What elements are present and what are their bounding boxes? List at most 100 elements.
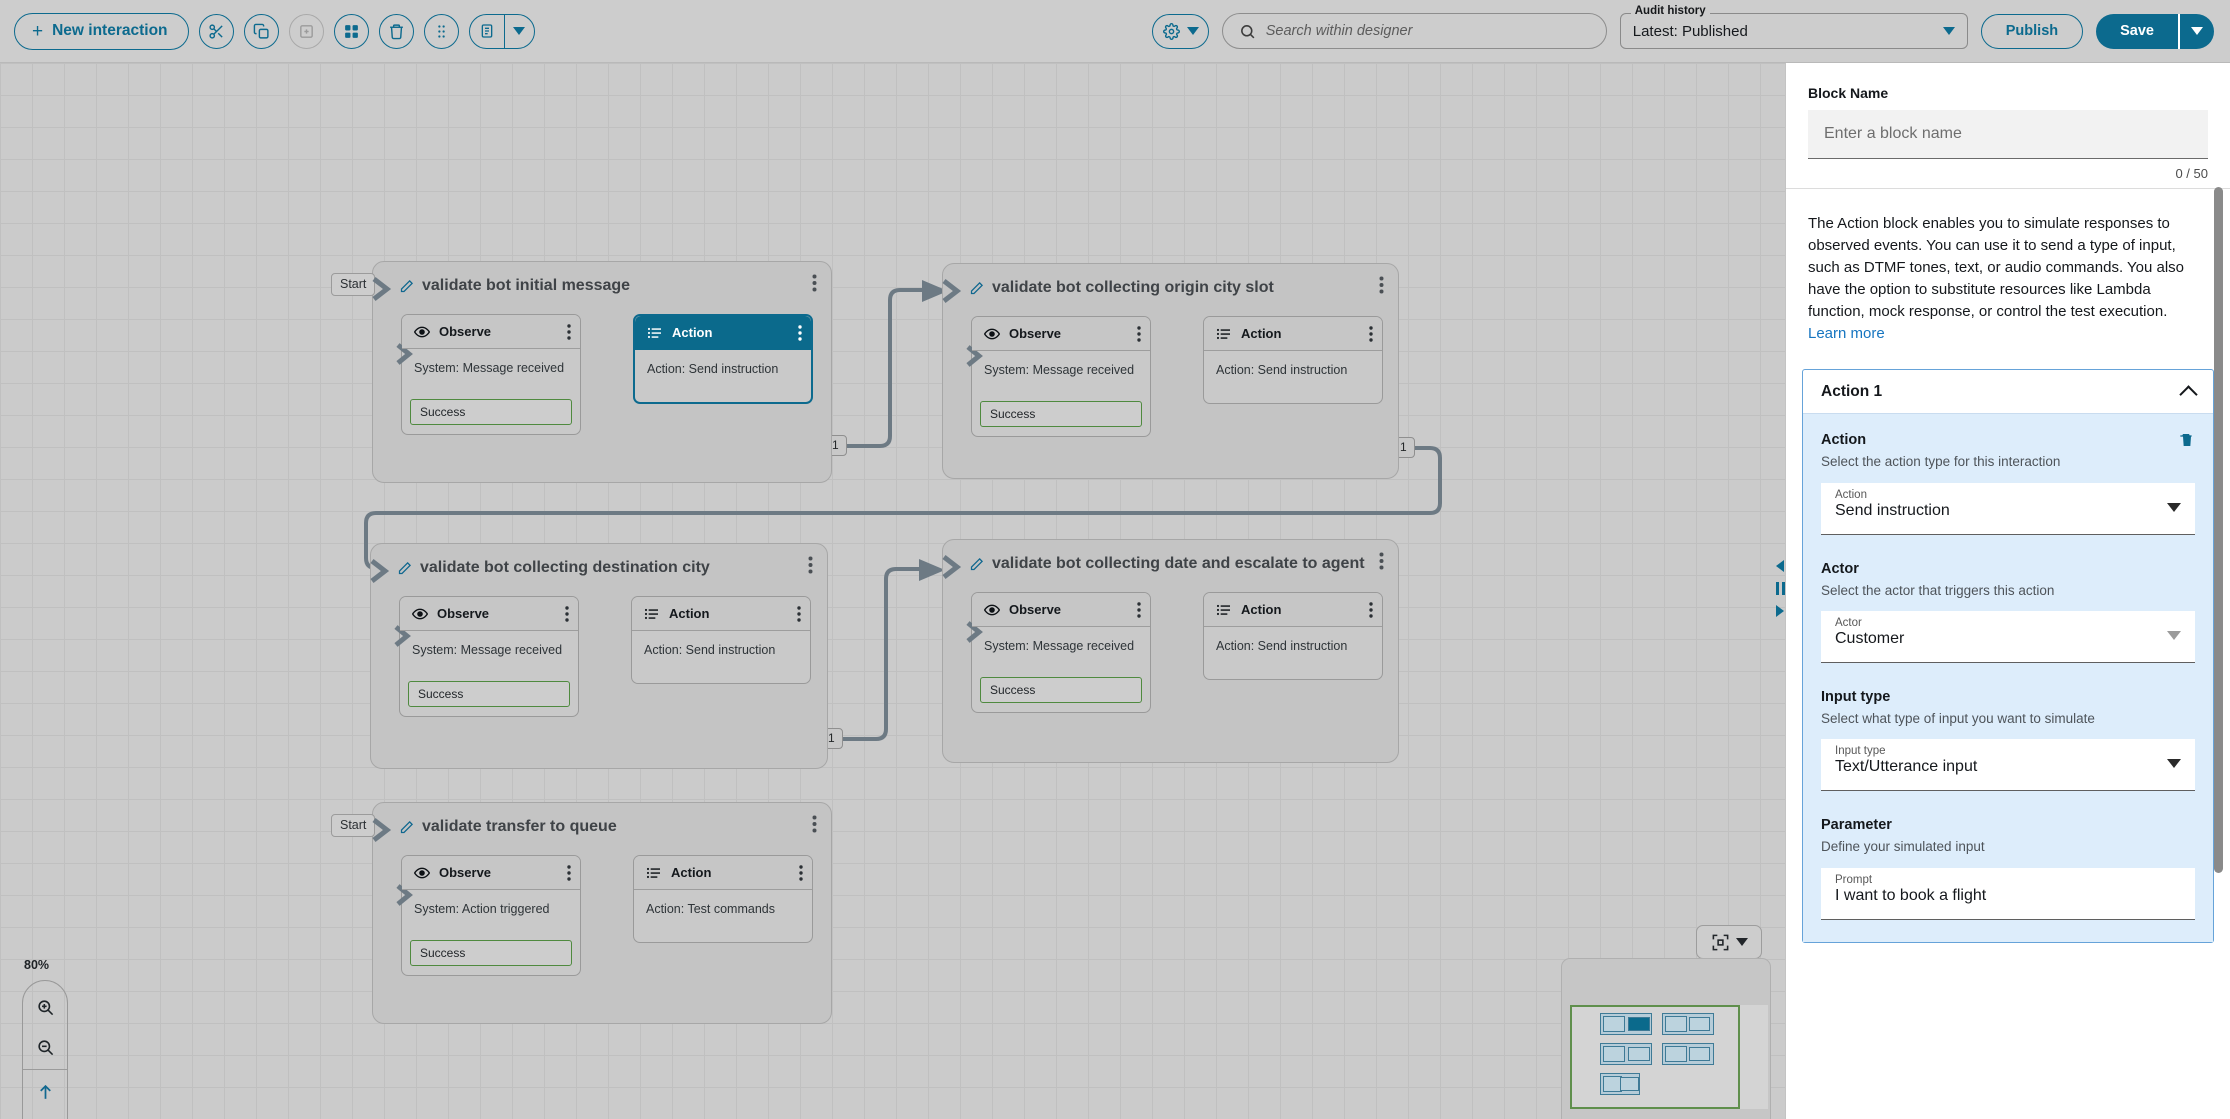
group-title-row[interactable]: validate bot collecting date and escalat… (943, 540, 1398, 576)
audit-history-select[interactable]: Audit history Latest: Published (1619, 5, 1968, 49)
select-label: Actor (1835, 617, 1862, 629)
node-output-port[interactable]: Success (410, 399, 572, 425)
kebab-menu-icon[interactable] (799, 865, 803, 881)
panel-resize-handle[interactable] (1773, 560, 1787, 617)
zoom-in-button[interactable] (24, 987, 66, 1027)
kebab-menu-icon[interactable] (798, 325, 802, 341)
kebab-menu-icon[interactable] (565, 606, 569, 622)
trash-icon[interactable] (2179, 432, 2195, 448)
input-type-select[interactable]: Input type Text/Utterance input (1821, 739, 2195, 792)
observe-node[interactable]: Observe System: Action triggered Success (396, 855, 581, 976)
minimap-viewport[interactable] (1570, 1005, 1740, 1109)
node-output-port[interactable]: Success (410, 940, 572, 966)
kebab-menu-icon[interactable] (812, 815, 817, 833)
pan-up-button[interactable] (24, 1072, 66, 1112)
minimap[interactable] (1561, 958, 1771, 1119)
node-output-port[interactable]: Success (980, 677, 1142, 703)
pencil-icon[interactable] (969, 281, 984, 296)
action-node[interactable]: Action Action: Send instruction (1203, 316, 1383, 404)
list-icon (1216, 604, 1230, 615)
node-header: Observe (972, 317, 1150, 351)
block-name-section: Block Name 0 / 50 (1786, 63, 2230, 181)
divider (1786, 188, 2230, 189)
kebab-menu-icon[interactable] (1379, 552, 1384, 570)
node-entry-arrow-icon (966, 621, 983, 643)
action-node[interactable]: Action Action: Test commands (633, 855, 813, 943)
field-heading: Actor (1821, 560, 1859, 577)
observe-node[interactable]: Observe System: Message received Success (966, 592, 1151, 713)
pencil-icon[interactable] (399, 820, 414, 835)
settings-split-button[interactable] (1151, 13, 1209, 49)
zoom-out-button[interactable] (24, 1027, 66, 1067)
pencil-icon[interactable] (397, 561, 412, 576)
pencil-icon[interactable] (969, 557, 984, 572)
field-heading-row: Parameter (1821, 817, 2195, 833)
minimap-node-selected (1628, 1017, 1650, 1031)
kebab-menu-icon[interactable] (808, 556, 813, 574)
kebab-menu-icon[interactable] (812, 274, 817, 292)
group-title-row[interactable]: validate bot collecting destination city (371, 544, 827, 580)
node-header: Action (632, 597, 810, 631)
triangle-left-icon[interactable] (1776, 560, 1784, 572)
kebab-menu-icon[interactable] (567, 324, 571, 340)
copy-button[interactable] (243, 13, 279, 49)
zoom-in-icon (37, 999, 53, 1015)
node-body-text: System: Message received (412, 643, 563, 657)
field-subtext: Select the action type for this interact… (1821, 454, 2061, 470)
learn-more-link[interactable]: Learn more (1808, 325, 1885, 343)
prompt-input[interactable]: Prompt I want to book a flight (1821, 867, 2195, 920)
triangle-right-icon[interactable] (1776, 605, 1784, 617)
interaction-group[interactable]: validate bot collecting origin city slot… (942, 263, 1399, 479)
action-node[interactable]: Action Action: Send instruction (1203, 592, 1383, 680)
kebab-menu-icon[interactable] (1369, 602, 1373, 618)
fit-to-screen-button[interactable] (1696, 925, 1762, 959)
group-title-row[interactable]: validate bot initial message (373, 262, 831, 298)
observe-node[interactable]: Observe System: Message received Success (966, 316, 1151, 437)
new-interaction-button[interactable]: + New interaction (14, 12, 189, 50)
flow-canvas[interactable]: 1 1 1 Start validate bot initial message (0, 63, 1785, 1119)
pencil-icon[interactable] (399, 279, 414, 294)
action-node[interactable]: Action Action: Send instruction (631, 596, 811, 684)
save-split-button[interactable]: Save (2096, 13, 2214, 49)
panel-scrollbar[interactable] (2214, 187, 2223, 873)
cut-button[interactable] (198, 13, 234, 49)
drag-handle-button[interactable] (423, 13, 459, 49)
group-title-row[interactable]: validate transfer to queue (373, 803, 831, 839)
interaction-group[interactable]: Start validate transfer to queue (331, 802, 832, 1024)
kebab-menu-icon[interactable] (797, 606, 801, 622)
pan-right-button[interactable] (24, 1112, 66, 1119)
group-title: validate bot initial message (422, 277, 631, 294)
field-input-type: Input type Select what type of input you… (1821, 689, 2195, 792)
node-output-port[interactable]: Success (980, 401, 1142, 427)
pause-handle-icon[interactable] (1775, 582, 1785, 595)
kebab-menu-icon[interactable] (1369, 326, 1373, 342)
interaction-group[interactable]: Start validate bot initial message (331, 261, 832, 483)
group-button[interactable] (333, 13, 369, 49)
interaction-group[interactable]: validate bot collecting date and escalat… (942, 539, 1399, 763)
kebab-menu-icon[interactable] (567, 865, 571, 881)
observe-node[interactable]: Observe System: Message received Success (394, 596, 579, 717)
action-type-select[interactable]: Action Send instruction (1821, 482, 2195, 535)
group-title-row[interactable]: validate bot collecting origin city slot (943, 264, 1398, 300)
actor-select[interactable]: Actor Customer (1821, 611, 2195, 663)
node-entry-arrow-icon (396, 884, 413, 906)
save-dropdown-button[interactable] (2178, 13, 2214, 49)
notes-dropdown-button[interactable] (503, 14, 534, 48)
save-button[interactable]: Save (2120, 23, 2154, 39)
node-entry-arrow-icon (966, 345, 983, 367)
kebab-menu-icon[interactable] (1137, 602, 1141, 618)
zoom-controls (22, 980, 68, 1119)
accordion-header[interactable]: Action 1 (1803, 370, 2213, 415)
action-node[interactable]: Action Action: Send instruction (633, 314, 813, 404)
interaction-group[interactable]: validate bot collecting destination city… (370, 543, 828, 769)
observe-node[interactable]: Observe System: Message received Success (396, 314, 581, 435)
notes-button[interactable] (470, 15, 504, 48)
delete-button[interactable] (378, 13, 414, 49)
kebab-menu-icon[interactable] (1137, 326, 1141, 342)
notes-split-button[interactable] (468, 13, 535, 49)
search-input[interactable]: Search within designer (1221, 13, 1607, 49)
publish-button[interactable]: Publish (1980, 13, 2084, 49)
kebab-menu-icon[interactable] (1379, 276, 1384, 294)
node-output-port[interactable]: Success (408, 681, 570, 707)
block-name-input[interactable] (1808, 110, 2208, 159)
